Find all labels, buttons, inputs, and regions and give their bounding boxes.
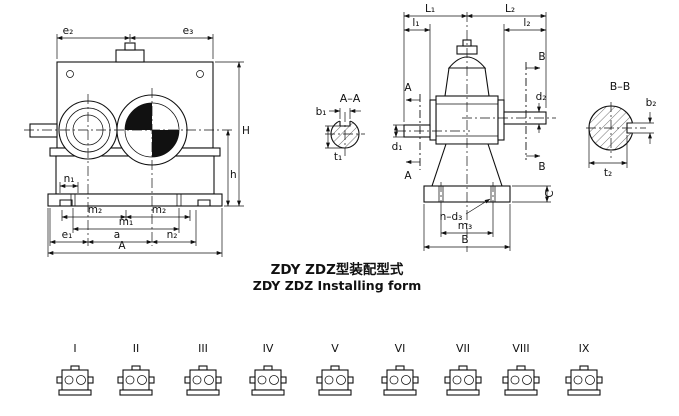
gearbox-base bbox=[47, 193, 223, 207]
dim-H-label: H bbox=[242, 125, 250, 137]
dim-e2-e3: e₂ e₃ bbox=[56, 25, 214, 59]
dim-t1-label: t₁ bbox=[334, 151, 342, 163]
caption: ZDY ZDZ型装配型式 ZDY ZDZ Installing form bbox=[253, 261, 421, 293]
cut-line-a: A A bbox=[404, 82, 421, 182]
install-form-item: IV bbox=[249, 342, 287, 396]
gearbox-form-icon bbox=[444, 365, 482, 396]
dim-L1-label: L₁ bbox=[425, 3, 435, 15]
form-label: III bbox=[198, 342, 208, 355]
install-form-item: II bbox=[117, 342, 155, 396]
dim-m2-left-label: m₂ bbox=[88, 204, 102, 216]
install-form-item: III bbox=[184, 342, 222, 396]
dim-b1-label: b₁ bbox=[316, 106, 327, 118]
form-label: IX bbox=[579, 342, 590, 355]
caption-cn: ZDY ZDZ型装配型式 bbox=[271, 261, 404, 278]
install-form-item: VII bbox=[444, 342, 482, 396]
side-view: L₁ L₂ l₁ l₂ A A B B bbox=[392, 3, 556, 252]
form-label: VIII bbox=[512, 342, 529, 355]
dim-e3-label: e₃ bbox=[183, 25, 194, 37]
form-label: VI bbox=[395, 342, 406, 355]
dim-d1-label: d₁ bbox=[392, 141, 403, 153]
input-shaft bbox=[29, 123, 58, 138]
form-label: I bbox=[73, 342, 76, 355]
install-form-item: VI bbox=[381, 342, 419, 396]
dim-n1: n₁ bbox=[59, 173, 79, 193]
dim-l1-label: l₁ bbox=[412, 17, 419, 29]
gearbox-form-icon bbox=[381, 365, 419, 396]
dim-L2-label: L₂ bbox=[505, 3, 515, 15]
cut-a-top-label: A bbox=[404, 82, 412, 94]
dim-d2: d₂ bbox=[536, 91, 547, 133]
dim-C: C bbox=[512, 185, 556, 203]
dim-m1-label: m₁ bbox=[119, 216, 133, 228]
dim-m3: m₃ bbox=[440, 206, 494, 237]
base-notch bbox=[59, 199, 73, 206]
cut-a-bottom-label: A bbox=[404, 170, 412, 182]
dim-n-d3: n–d₃ bbox=[440, 198, 491, 223]
dim-d2-label: d₂ bbox=[536, 91, 547, 103]
caption-en: ZDY ZDZ Installing form bbox=[253, 278, 421, 293]
dim-t2-label: t₂ bbox=[604, 167, 612, 179]
gearbox-form-icon bbox=[565, 365, 603, 396]
dim-m2-right-label: m₂ bbox=[152, 204, 166, 216]
form-label: VII bbox=[456, 342, 470, 355]
gearbox-form-icon bbox=[316, 365, 354, 396]
dim-b2-label: b₂ bbox=[646, 97, 657, 109]
dim-B-label: B bbox=[461, 234, 468, 246]
cut-b-top-label: B bbox=[538, 51, 545, 63]
gearbox-form-icon bbox=[56, 365, 94, 396]
dim-l1-l2: l₁ l₂ bbox=[403, 17, 547, 122]
breather-knob bbox=[124, 42, 136, 51]
dim-n2-label: n₂ bbox=[167, 229, 178, 241]
dim-e1-label: e₁ bbox=[62, 229, 73, 241]
dim-d1: d₁ bbox=[392, 124, 404, 153]
dim-C-label: C bbox=[544, 190, 556, 197]
dim-n-d3-label: n–d₃ bbox=[440, 211, 463, 223]
dim-l2-label: l₂ bbox=[523, 17, 530, 29]
dim-t1: t₁ bbox=[325, 125, 345, 163]
dim-m3-label: m₃ bbox=[458, 220, 472, 232]
dim-t2: t₂ bbox=[588, 130, 628, 179]
gearbox-lower-housing bbox=[55, 155, 215, 195]
gearbox-form-icon bbox=[184, 365, 222, 396]
dim-B-bottom: B bbox=[423, 204, 511, 251]
section-bb-title: B–B bbox=[610, 80, 631, 93]
install-form-item: IX bbox=[565, 342, 603, 396]
center-mark-icon bbox=[125, 103, 179, 157]
section-aa-title: A–A bbox=[340, 92, 361, 105]
cut-b-bottom-label: B bbox=[538, 161, 545, 173]
dim-b1: b₁ bbox=[316, 106, 361, 119]
dim-m2: m₂ m₂ bbox=[61, 204, 191, 221]
install-form-item: I bbox=[56, 342, 94, 396]
dim-H-h: H h bbox=[215, 61, 250, 207]
section-aa: A–A b₁ t₁ bbox=[316, 92, 365, 163]
dim-h-label: h bbox=[230, 169, 237, 181]
dim-m1: m₁ bbox=[72, 208, 180, 233]
dim-e2-label: e₂ bbox=[63, 25, 74, 37]
section-bb: B–B b₂ t₂ bbox=[586, 80, 656, 179]
gearbox-form-icon bbox=[249, 365, 287, 396]
dim-n1-label: n₁ bbox=[64, 173, 75, 185]
gearbox-form-icon bbox=[502, 365, 540, 396]
front-view: e₂ e₃ H h n₁ m₂ m₂ bbox=[24, 25, 250, 257]
dim-b2: b₂ bbox=[632, 97, 656, 144]
dim-e1-a-n2: e₁ a n₂ bbox=[49, 208, 197, 246]
form-label: IV bbox=[263, 342, 274, 355]
housing-bolt-icon bbox=[196, 70, 204, 78]
form-label: V bbox=[331, 342, 339, 355]
housing-bolt-icon bbox=[66, 70, 74, 78]
cut-line-b: B B bbox=[525, 51, 546, 173]
breather-cap bbox=[115, 49, 145, 63]
install-form-item: VIII bbox=[502, 342, 540, 396]
base-notch bbox=[197, 199, 211, 206]
form-label: II bbox=[133, 342, 140, 355]
gearbox-form-icon bbox=[117, 365, 155, 396]
install-form-item: V bbox=[316, 342, 354, 396]
dim-a-label: a bbox=[114, 229, 120, 241]
install-forms-row: I II III IV V VI VII VIII bbox=[56, 342, 603, 396]
dim-A-label: A bbox=[118, 240, 126, 252]
dim-A: A bbox=[47, 208, 223, 257]
